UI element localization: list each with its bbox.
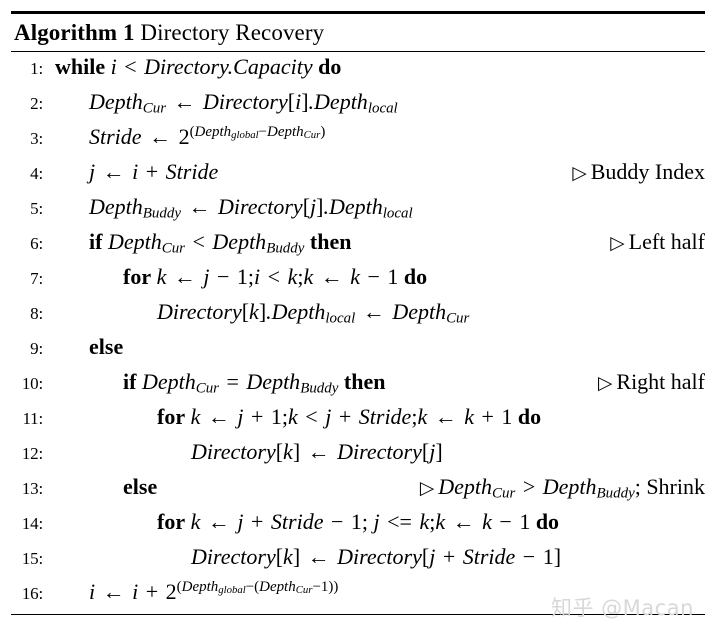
line-number: 4: (30, 164, 43, 183)
line-code: Directory[k] ← Directory[j + Stride − 1] (51, 544, 705, 570)
statement: while i < Directory.Capacity do (55, 54, 342, 79)
algorithm-line-5: 5: DepthBuddy ← Directory[j].Depthlocal (11, 194, 705, 229)
line-code: if DepthCur = DepthBuddy then ▷Right half (51, 369, 705, 397)
statement: if DepthCur = DepthBuddy then (123, 369, 386, 397)
line-code: else (51, 334, 705, 360)
algorithm-line-2: 2: DepthCur ← Directory[i].Depthlocal (11, 89, 705, 124)
algorithm-line-7: 7: for k ← j − 1;i < k;k ← k − 1 do (11, 264, 705, 299)
algorithm-line-3: 3: Stride ← 2(Depthglobal−DepthCur) (11, 124, 705, 159)
bottom-rule (11, 614, 705, 615)
comment-text: ; Shrink (634, 474, 705, 499)
line-comment: ▷Right half (598, 369, 705, 395)
statement: j ← i + Stride (89, 159, 219, 184)
comment-marker-icon: ▷ (598, 373, 613, 394)
statement: Directory[k] ← Directory[j + Stride − 1] (191, 544, 562, 569)
line-comment: ▷Buddy Index (572, 159, 705, 185)
statement: for k ← j − 1;i < k;k ← k − 1 do (123, 264, 428, 289)
statement: else (123, 474, 158, 499)
algorithm-block: Algorithm 1 Directory Recovery 1: while … (11, 11, 705, 615)
algorithm-line-12: 12: Directory[k] ← Directory[j] (11, 439, 705, 474)
line-code: else ▷DepthCur > DepthBuddy; Shrink (51, 474, 705, 502)
algorithm-line-15: 15: Directory[k] ← Directory[j + Stride … (11, 544, 705, 579)
line-number: 11: (22, 409, 44, 428)
algorithm-line-13: 13: else ▷DepthCur > DepthBuddy; Shrink (11, 474, 705, 509)
comment-text: Right half (616, 369, 705, 394)
line-code: for k ← j + Stride − 1; j <= k;k ← k − 1… (51, 509, 705, 535)
line-number: 16: (21, 584, 43, 603)
line-code: while i < Directory.Capacity do (51, 54, 705, 80)
line-code: Stride ← 2(Depthglobal−DepthCur) (51, 124, 705, 150)
line-code: i ← i + 2(Depthglobal−(DepthCur−1)) (51, 579, 705, 605)
statement: Stride ← 2(Depthglobal−DepthCur) (89, 124, 326, 149)
statement: for k ← j + Stride − 1; j <= k;k ← k − 1… (157, 509, 560, 534)
algorithm-line-1: 1: while i < Directory.Capacity do (11, 54, 705, 89)
comment-marker-icon: ▷ (610, 233, 625, 254)
algorithm-body: 1: while i < Directory.Capacity do 2: De… (11, 52, 705, 614)
line-number: 15: (21, 549, 43, 568)
algorithm-line-10: 10: if DepthCur = DepthBuddy then ▷Right … (11, 369, 705, 404)
comment-text: Left half (628, 229, 705, 254)
line-number: 3: (30, 129, 43, 148)
line-number: 10: (21, 374, 43, 393)
line-code: for k ← j + 1;k < j + Stride;k ← k + 1 d… (51, 404, 705, 430)
line-number: 1: (30, 59, 43, 78)
top-rule (11, 11, 705, 14)
algorithm-title-keyword: Algorithm 1 (14, 20, 135, 45)
line-code: Directory[k].Depthlocal ← DepthCur (51, 299, 705, 327)
line-code: for k ← j − 1;i < k;k ← k − 1 do (51, 264, 705, 290)
statement: if DepthCur < DepthBuddy then (89, 229, 352, 257)
statement: DepthCur ← Directory[i].Depthlocal (89, 89, 398, 117)
line-number: 8: (30, 304, 43, 323)
algorithm-title: Algorithm 1 Directory Recovery (11, 14, 705, 51)
statement: Directory[k] ← Directory[j] (191, 439, 443, 464)
line-code: Directory[k] ← Directory[j] (51, 439, 705, 465)
watermark: 知乎 @Macan (551, 596, 694, 620)
line-number: 13: (21, 479, 43, 498)
line-number: 5: (30, 199, 43, 218)
comment-marker-icon: ▷ (419, 478, 435, 499)
statement: DepthBuddy ← Directory[j].Depthlocal (89, 194, 413, 222)
line-number: 14: (21, 514, 43, 533)
statement: for k ← j + 1;k < j + Stride;k ← k + 1 d… (157, 404, 542, 429)
line-comment: ▷DepthCur > DepthBuddy; Shrink (419, 474, 705, 502)
comment-text: Buddy Index (590, 159, 705, 184)
statement: Directory[k].Depthlocal ← DepthCur (157, 299, 470, 327)
line-number: 9: (30, 339, 43, 358)
title-separator-rule (11, 51, 705, 52)
algorithm-line-14: 14: for k ← j + Stride − 1; j <= k;k ← k… (11, 509, 705, 544)
algorithm-title-text: Directory Recovery (140, 20, 325, 45)
line-number: 12: (21, 444, 43, 463)
line-number: 6: (30, 234, 43, 253)
line-code: if DepthCur < DepthBuddy then ▷Left half (51, 229, 705, 257)
line-code: j ← i + Stride ▷Buddy Index (51, 159, 705, 185)
algorithm-line-11: 11: for k ← j + 1;k < j + Stride;k ← k +… (11, 404, 705, 439)
algorithm-line-4: 4: j ← i + Stride ▷Buddy Index (11, 159, 705, 194)
comment-math: DepthCur > DepthBuddy (438, 474, 635, 502)
line-code: DepthBuddy ← Directory[j].Depthlocal (51, 194, 705, 222)
algorithm-line-8: 8: Directory[k].Depthlocal ← DepthCur (11, 299, 705, 334)
line-number: 7: (30, 269, 43, 288)
line-code: DepthCur ← Directory[i].Depthlocal (51, 89, 705, 117)
statement: else (89, 334, 124, 359)
algorithm-line-16: 16: i ← i + 2(Depthglobal−(DepthCur−1)) (11, 579, 705, 614)
line-number: 2: (30, 94, 43, 113)
comment-marker-icon: ▷ (572, 163, 587, 184)
algorithm-line-6: 6: if DepthCur < DepthBuddy then ▷Left ha… (11, 229, 705, 264)
algorithm-line-9: 9: else (11, 334, 705, 369)
line-comment: ▷Left half (610, 229, 705, 255)
statement: i ← i + 2(Depthglobal−(DepthCur−1)) (89, 579, 339, 604)
